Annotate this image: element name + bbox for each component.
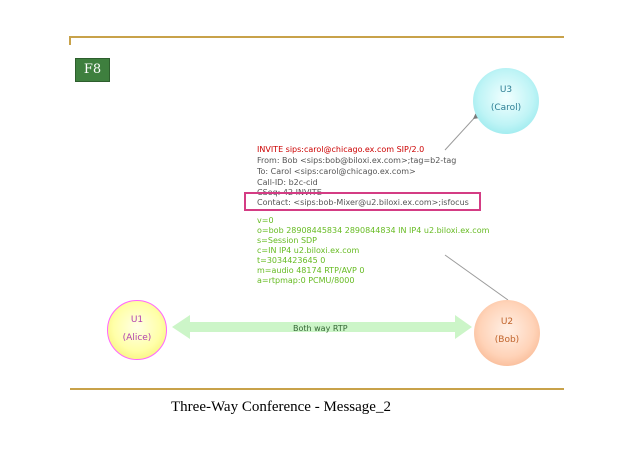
signal-line-u2-vertical [444, 254, 509, 301]
rtp-double-arrow [172, 315, 472, 339]
u1-alice-node: U1 (Alice) [107, 300, 167, 360]
sdp-line-s: s=Session SDP [257, 236, 317, 245]
sip-header-to: To: Carol <sips:carol@chicago.ex.com> [257, 167, 416, 176]
sip-header-from: From: Bob <sips:bob@biloxi.ex.com>;tag=b… [257, 156, 457, 165]
u2-name: U2 [500, 317, 514, 327]
sip-header-contact: Contact: <sips:bob-Mixer@u2.biloxi.ex.co… [257, 198, 469, 207]
u1-name: U1 [130, 315, 144, 325]
sdp-line-v: v=0 [257, 216, 274, 225]
u1-label: (Alice) [122, 333, 152, 343]
contact-highlight-box [244, 192, 481, 211]
sdp-line-o: o=bob 28908445834 2890844834 IN IP4 u2.b… [257, 226, 490, 235]
u3-name: U3 [499, 85, 513, 95]
signal-line-to-u3 [444, 114, 478, 151]
sdp-line-a: a=rtpmap:0 PCMU/8000 [257, 276, 355, 285]
top-rule-tick [69, 36, 71, 45]
u2-label: (Bob) [494, 335, 520, 345]
u3-label: (Carol) [490, 103, 522, 113]
u2-bob-node: U2 (Bob) [474, 300, 540, 366]
sip-header-callid: Call-ID: b2c-cid [257, 178, 318, 187]
top-rule [70, 36, 564, 38]
flow-step-badge: F8 [75, 58, 110, 82]
sdp-line-m: m=audio 48174 RTP/AVP 0 [257, 266, 365, 275]
sdp-line-t: t=3034423645 0 [257, 256, 326, 265]
rtp-label: Both way RTP [293, 324, 348, 333]
slide-caption: Three-Way Conference - Message_2 [171, 399, 391, 415]
sdp-line-c: c=IN IP4 u2.biloxi.ex.com [257, 246, 360, 255]
u3-carol-node: U3 (Carol) [473, 68, 539, 134]
bottom-rule [70, 388, 564, 390]
sip-request-line: INVITE sips:carol@chicago.ex.com SIP/2.0 [257, 145, 425, 154]
